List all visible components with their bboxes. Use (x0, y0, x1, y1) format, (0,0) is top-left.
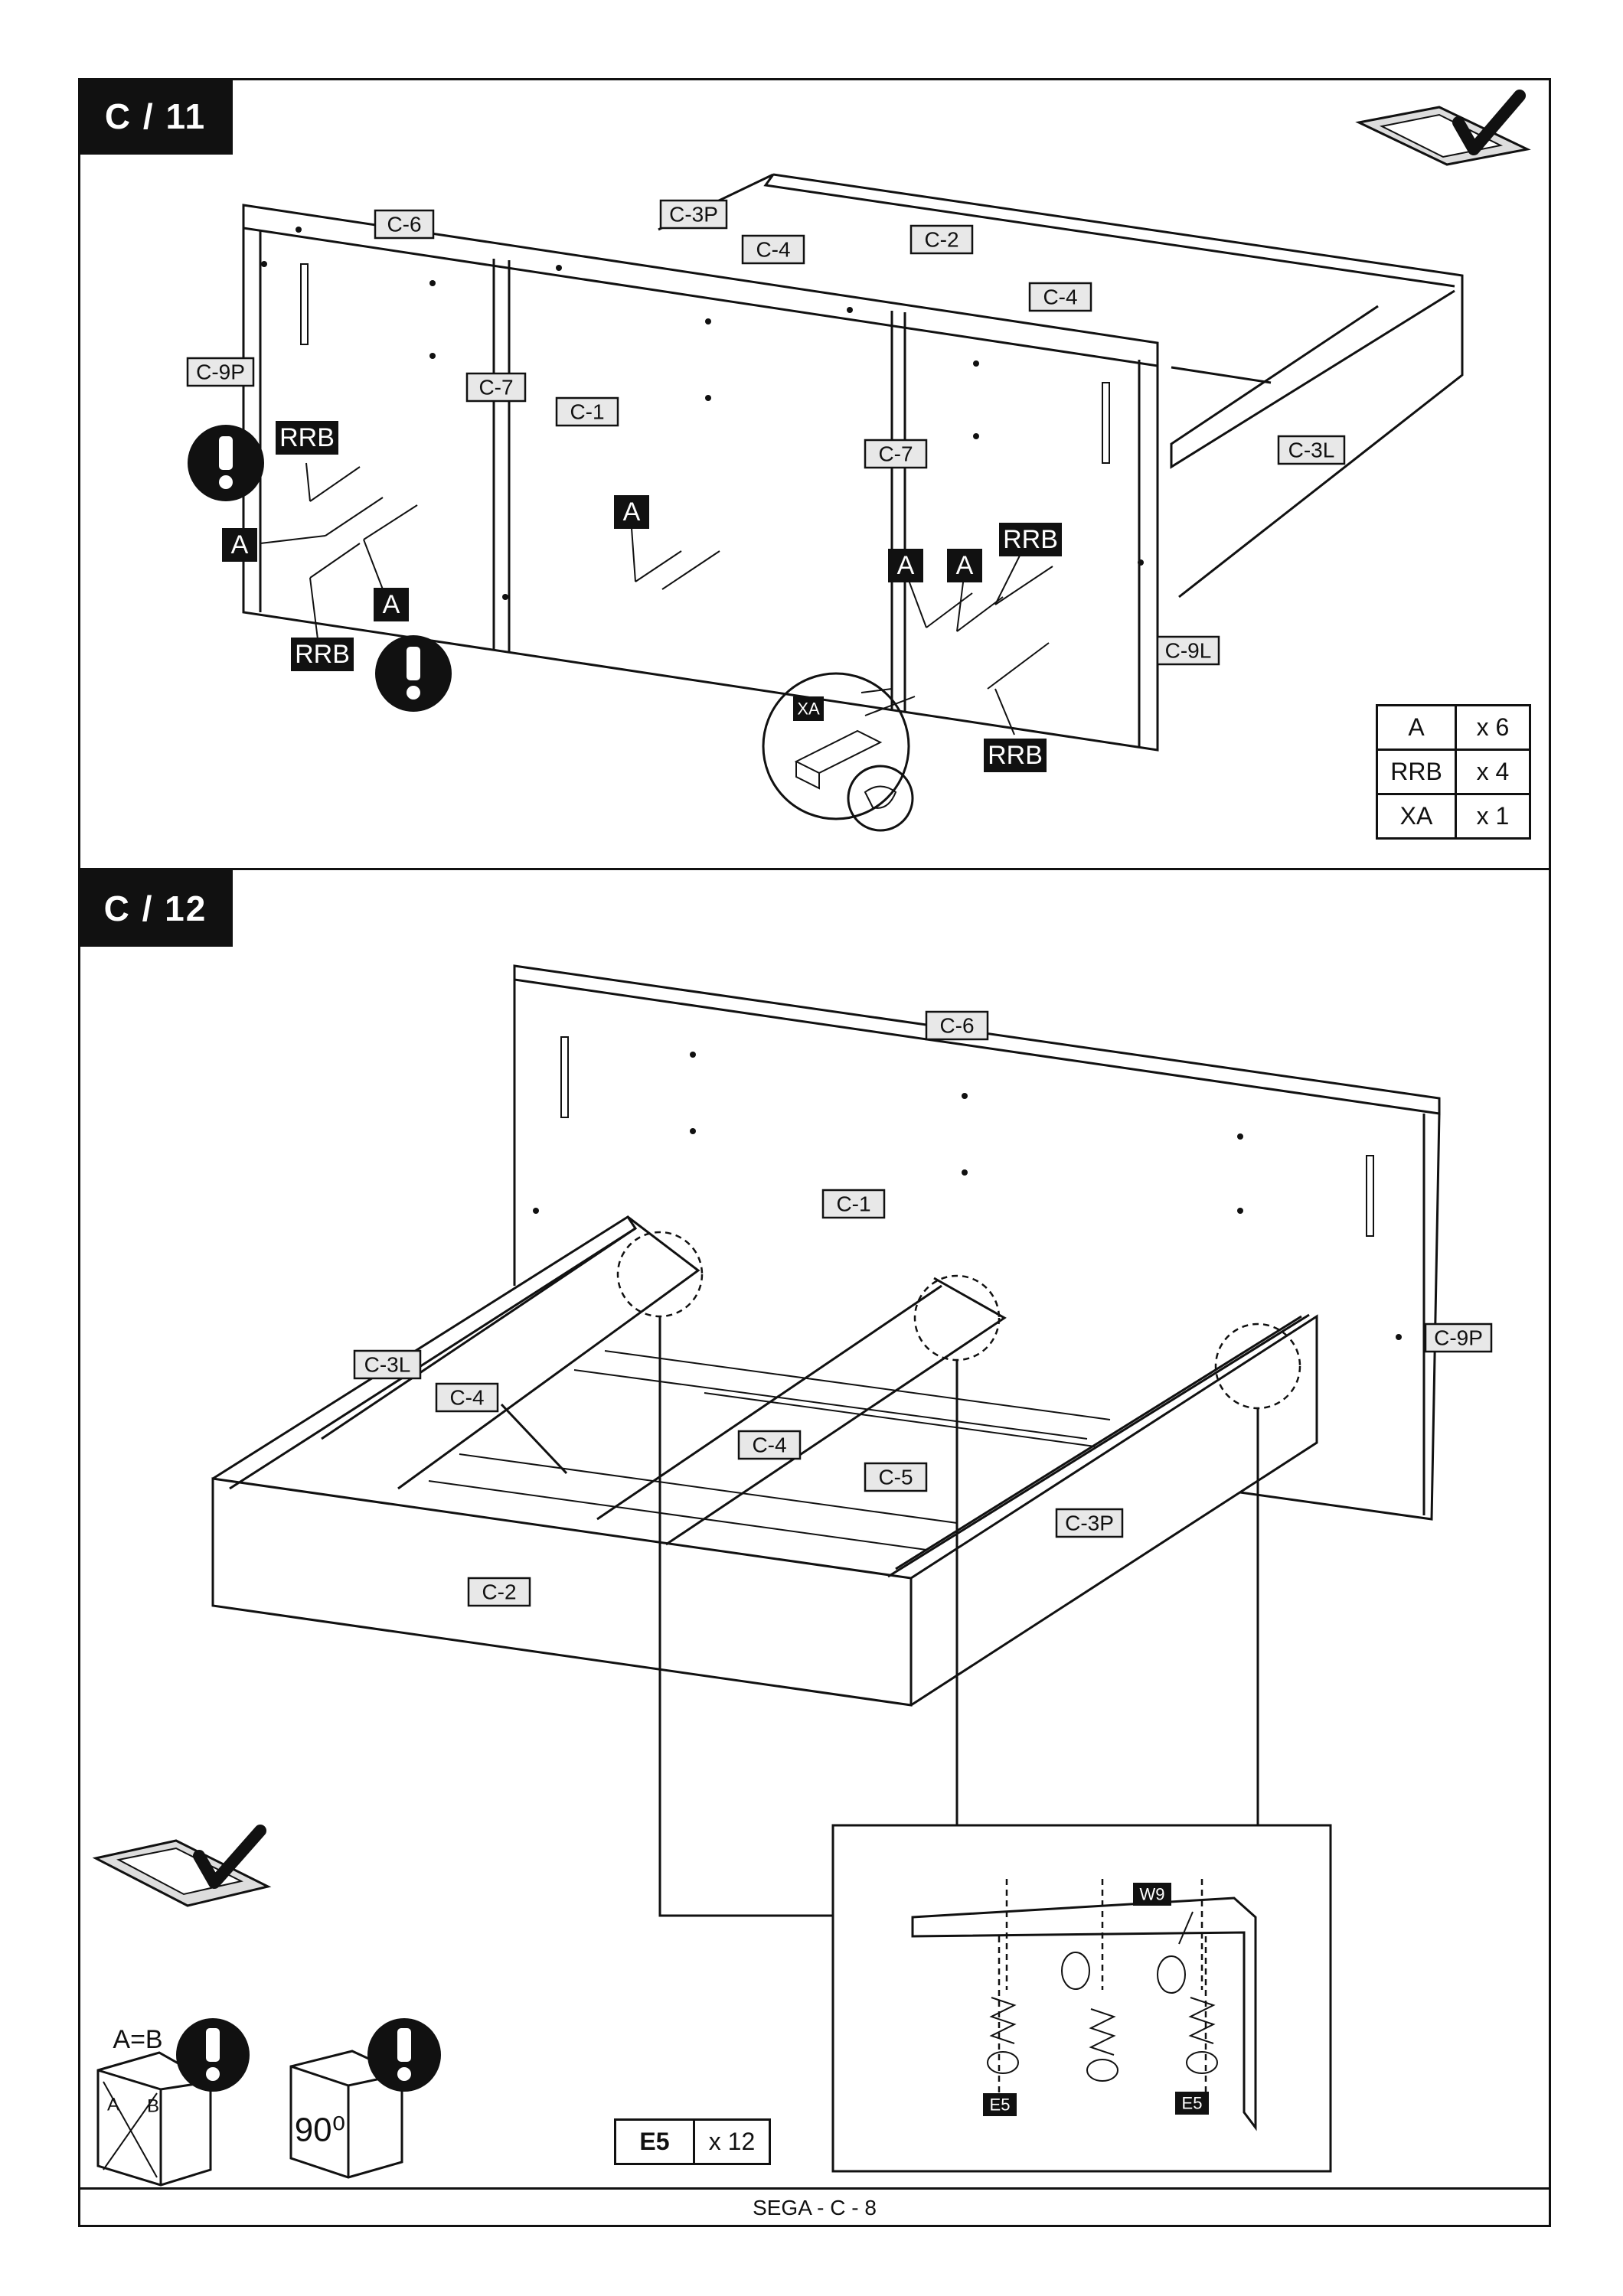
part-label: C-4 (752, 1433, 786, 1457)
part-label: C-9P (196, 360, 245, 384)
part-code: E5 (614, 2118, 695, 2165)
step11-hardware-labels: RRB A A RRB A A A RRB RRB XA (222, 421, 1062, 772)
part-label: C-1 (570, 400, 604, 424)
square-check-icon (96, 2018, 250, 2187)
angle-label: 90⁰ (295, 2112, 346, 2149)
hardware-label: XA (797, 700, 820, 719)
part-label: C-4 (449, 1386, 484, 1410)
hardware-label: A (383, 590, 400, 619)
part-qty: x 6 (1455, 704, 1531, 751)
hardware-label: A (231, 530, 249, 559)
table-row: RRB x 4 (1376, 748, 1531, 795)
step12-detail-labels: W9 E5 E5 (983, 1883, 1209, 2116)
diag-b-label: B (147, 2096, 159, 2117)
part-label: C-3P (1065, 1512, 1114, 1535)
warning-icon (375, 635, 452, 712)
step-divider (78, 868, 1551, 870)
part-label: C-2 (924, 228, 958, 252)
part-label: C-1 (836, 1192, 870, 1216)
protective-mat-icon (92, 1825, 272, 1907)
part-label: C-2 (482, 1580, 516, 1604)
step12-drawing (92, 964, 1441, 2187)
hardware-label: A (623, 497, 641, 527)
part-label: C-9L (1165, 639, 1212, 663)
parts-table-c11: A x 6 RRB x 4 XA x 1 (1376, 704, 1531, 840)
part-label: C-3P (669, 203, 718, 227)
ab-label: A=B (113, 2025, 162, 2054)
diag-a-label: A (107, 2095, 119, 2115)
protective-mat-icon (1355, 90, 1531, 166)
table-row: E5 x 12 (614, 2118, 771, 2165)
hardware-label: RRB (295, 640, 350, 669)
part-label: C-4 (756, 238, 790, 262)
part-label: C-3L (364, 1353, 411, 1377)
part-label: C-4 (1043, 285, 1077, 309)
hardware-label: RRB (1003, 525, 1058, 554)
part-label: C-5 (878, 1466, 913, 1489)
part-code: A (1376, 704, 1457, 751)
part-code: RRB (1376, 748, 1457, 795)
hardware-label: A (897, 551, 915, 580)
part-code: XA (1376, 793, 1457, 840)
part-label: C-9P (1434, 1326, 1483, 1350)
hardware-label: RRB (279, 423, 335, 452)
step-label-c11: C / 11 (78, 78, 233, 155)
part-qty: x 4 (1455, 748, 1531, 795)
page-frame (78, 78, 1551, 2227)
step12-part-labels: C-6 C-1 C-9P C-3L C-4 C-4 C-5 C-3P C-2 (353, 1010, 1493, 1607)
step11-part-labels: C-6 C-3P C-4 C-2 C-4 C-9P C-7 C-1 C-7 C-… (186, 199, 1346, 666)
part-label: C-6 (387, 213, 421, 236)
table-row: XA x 1 (1376, 793, 1531, 840)
warning-icon (188, 425, 264, 501)
right-angle-icon (289, 2018, 441, 2179)
part-label: C-3L (1288, 439, 1335, 462)
part-qty: x 12 (693, 2118, 771, 2165)
part-label: C-7 (478, 376, 513, 400)
hardware-label: E5 (1182, 2094, 1203, 2113)
step11-drawing (188, 90, 1531, 832)
table-row: A x 6 (1376, 704, 1531, 751)
footer-divider (78, 2187, 1551, 2190)
parts-table-c12: E5 x 12 (614, 2118, 771, 2165)
part-qty: x 1 (1455, 793, 1531, 840)
footer-text: SEGA - C - 8 (753, 2196, 877, 2219)
part-label: C-6 (939, 1014, 974, 1038)
hardware-label: W9 (1140, 1885, 1165, 1904)
part-label: C-7 (878, 442, 913, 466)
hardware-label: RRB (988, 741, 1043, 770)
step-label-c12: C / 12 (78, 870, 233, 947)
bracket-detail (911, 1879, 1257, 2131)
hardware-label: E5 (990, 2095, 1011, 2115)
hardware-label: A (956, 551, 974, 580)
